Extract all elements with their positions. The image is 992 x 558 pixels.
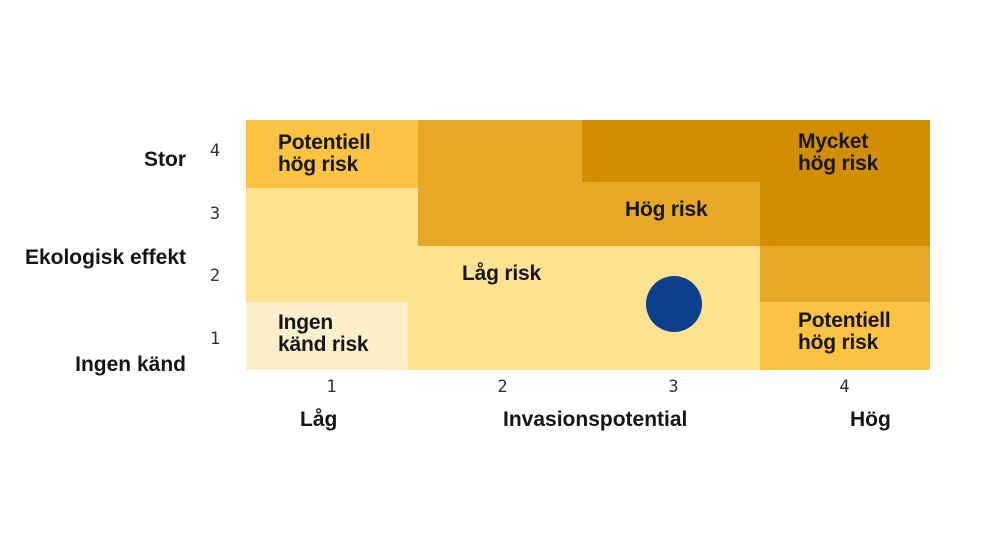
zone-mycket-hog-risk-area — [582, 120, 930, 182]
zone-ingen-kand-risk-label: Ingen känd risk — [278, 311, 369, 356]
y-axis-title: Ekologisk effekt — [24, 246, 186, 269]
y-tick-label: 4 — [209, 141, 221, 162]
zone-potentiell-hog-risk-bottom-label: Potentiell hög risk — [798, 309, 891, 354]
zone-hog-risk-area — [760, 246, 930, 302]
y-high-label: Stor — [144, 148, 186, 171]
zone-hog-risk-area — [582, 182, 760, 246]
y-tick-label: 1 — [209, 328, 221, 349]
x-high-label: Hög — [850, 408, 891, 431]
zone-ingen-kand-risk-area — [246, 302, 408, 370]
zone-hog-risk-area — [418, 120, 582, 246]
y-tick-label: 3 — [209, 203, 221, 224]
x-tick-label: 1 — [326, 377, 337, 397]
x-low-label: Låg — [300, 408, 338, 431]
zone-mycket-hog-risk-area — [760, 182, 930, 246]
zone-mycket-hog-risk-label: Mycket hög risk — [798, 130, 879, 175]
x-tick-label: 4 — [839, 377, 850, 397]
zone-potentiell-hog-risk-top-area — [246, 120, 418, 188]
zone-lag-risk-label: Låg risk — [462, 262, 541, 285]
species-marker-point — [645, 276, 702, 333]
zone-potentiell-hog-risk-top-label: Potentiell hög risk — [278, 131, 371, 176]
zone-hog-risk-label: Hög risk — [625, 198, 708, 221]
zone-potentiell-hog-risk-bottom-area — [760, 302, 930, 370]
y-tick-label: 2 — [209, 266, 221, 287]
x-tick-label: 3 — [668, 377, 679, 397]
x-axis-title: Invasionspotential — [503, 408, 688, 431]
x-tick-label: 2 — [497, 377, 508, 397]
y-low-label: Ingen känd — [75, 353, 186, 376]
